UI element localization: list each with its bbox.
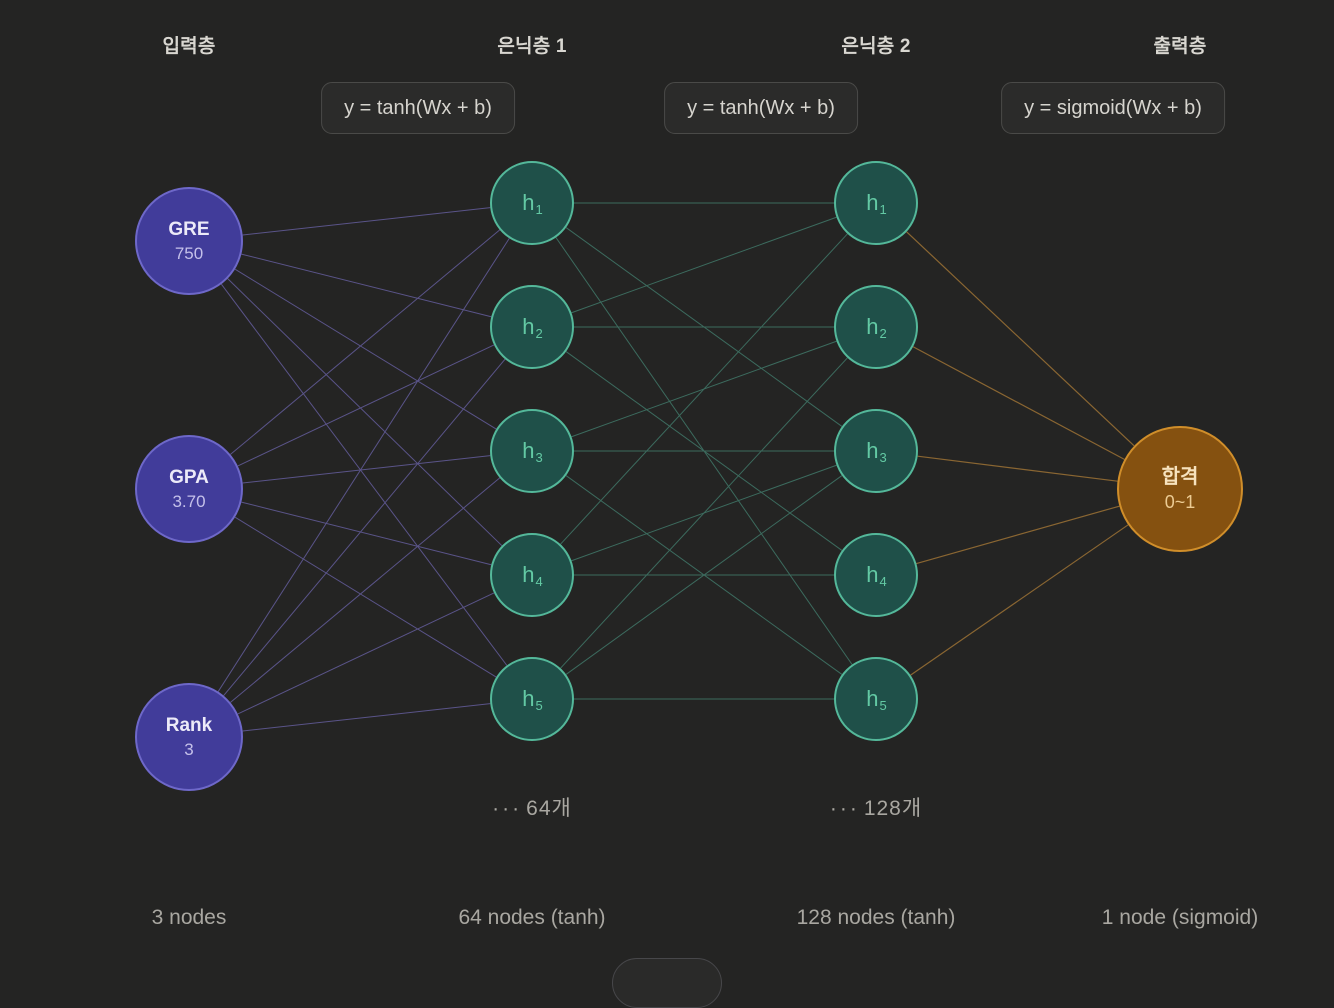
hidden1-node-2-label: h2 [522, 313, 543, 341]
hidden2-node-4-label: h4 [866, 561, 887, 589]
footer-label-input: 3 nodes [151, 906, 227, 929]
edge [571, 216, 837, 314]
diagram-canvas: 입력층 은닉층 1 은닉층 2 출력층 y = tanh(Wx + b) y =… [135, 36, 1259, 1008]
edge [230, 477, 501, 703]
hidden1-node-3-label: h3 [522, 437, 543, 465]
input-node-gre[interactable]: GRE 750 [135, 187, 243, 295]
edge [234, 268, 497, 430]
edge [565, 475, 843, 675]
edge [560, 357, 848, 669]
hidden2-node-3-label: h3 [866, 437, 887, 465]
input-node-gpa-label: GPA [169, 467, 209, 489]
input-node-gpa-value: 3.70 [172, 491, 206, 511]
hidden1-node-count-ellipsis: ···64개 [492, 797, 572, 820]
edge [241, 501, 492, 566]
edge [910, 524, 1129, 676]
edge [555, 237, 853, 665]
edge [912, 346, 1125, 460]
edge [565, 475, 843, 675]
edge [234, 516, 497, 678]
hidden1-node-4[interactable]: h4 [490, 533, 574, 617]
hidden1-node-4-label: h4 [522, 561, 543, 589]
layer-title-hidden1: 은닉층 1 [497, 36, 567, 57]
hidden1-node-2[interactable]: h2 [490, 285, 574, 369]
hidden1-node-5-label: h5 [522, 685, 543, 713]
ellipsis-icon: ··· [492, 797, 523, 820]
output-node-value: 0~1 [1164, 492, 1196, 513]
formula-output: y = sigmoid(Wx + b) [1001, 82, 1225, 134]
hidden2-node-4[interactable]: h4 [834, 533, 918, 617]
output-node-label: 합격 [1161, 465, 1199, 488]
hidden2-node-count-ellipsis: ···128개 [829, 797, 923, 820]
edge [565, 227, 843, 427]
input-node-gre-label: GRE [168, 219, 210, 241]
input-node-gpa[interactable]: GPA 3.70 [135, 435, 243, 543]
hidden1-node-1[interactable]: h1 [490, 161, 574, 245]
footer-label-hidden2: 128 nodes (tanh) [796, 906, 956, 929]
edges-hidden1-to-hidden2 [555, 202, 853, 700]
edge [560, 233, 848, 545]
formula-hidden2: y = tanh(Wx + b) [664, 82, 858, 134]
edge [220, 283, 508, 666]
hidden2-node-5[interactable]: h5 [834, 657, 918, 741]
hidden2-node-1-label: h1 [866, 189, 887, 217]
edge [237, 592, 495, 715]
edge [217, 238, 510, 692]
edge [916, 505, 1120, 565]
partial-card-below [612, 958, 722, 1008]
input-node-rank[interactable]: Rank 3 [135, 683, 243, 791]
edge [242, 703, 491, 732]
hidden2-node-2-label: h2 [866, 313, 887, 341]
layer-title-output: 출력층 [1153, 36, 1207, 57]
edge [242, 207, 491, 236]
footer-label-output: 1 node (sigmoid) [1101, 906, 1259, 929]
edge [565, 351, 843, 551]
edge [571, 464, 837, 562]
input-node-rank-value: 3 [184, 739, 194, 759]
edge [571, 340, 837, 438]
layer-title-input: 입력층 [162, 36, 216, 57]
edge [223, 358, 506, 696]
edge [237, 344, 495, 467]
ellipsis-icon: ··· [829, 797, 860, 820]
input-node-gre-value: 750 [174, 243, 204, 263]
edges-input-to-hidden1 [217, 207, 510, 732]
edge [906, 231, 1135, 447]
hidden1-node-1-label: h1 [522, 189, 543, 217]
footer-label-hidden1: 64 nodes (tanh) [458, 906, 606, 929]
output-node-pass[interactable]: 합격 0~1 [1117, 426, 1243, 552]
hidden2-node-5-label: h5 [866, 685, 887, 713]
edge [917, 455, 1118, 482]
edge [241, 253, 492, 318]
edge [230, 229, 501, 455]
edge [227, 278, 503, 547]
layer-title-hidden2: 은닉층 2 [841, 36, 911, 57]
hidden1-node-3[interactable]: h3 [490, 409, 574, 493]
hidden2-node-3[interactable]: h3 [834, 409, 918, 493]
edge [242, 455, 491, 484]
hidden2-node-2[interactable]: h2 [834, 285, 918, 369]
hidden1-node-5[interactable]: h5 [490, 657, 574, 741]
formula-hidden1: y = tanh(Wx + b) [321, 82, 515, 134]
edges-hidden2-to-output [906, 231, 1135, 676]
hidden2-node-1[interactable]: h1 [834, 161, 918, 245]
input-node-rank-label: Rank [165, 715, 213, 737]
